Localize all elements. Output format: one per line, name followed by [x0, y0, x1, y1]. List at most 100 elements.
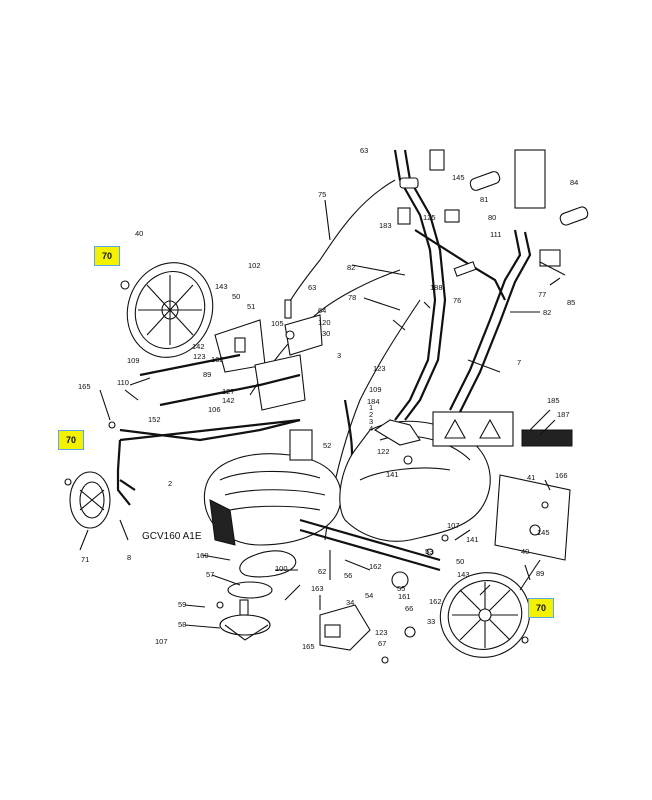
axle-rod: [116, 418, 301, 471]
part-number: 109: [369, 385, 382, 394]
part-number: 163: [311, 584, 324, 593]
part-number: 89: [203, 370, 211, 379]
rear-left-wheel: [120, 262, 214, 358]
part-number: 188: [430, 283, 443, 292]
part-number: 109: [127, 356, 140, 365]
drive-shaft: [299, 518, 441, 572]
part-number: 52: [323, 441, 331, 450]
part-number: 161: [398, 592, 411, 601]
part-number: 53: [425, 547, 433, 556]
part-number: 111: [490, 230, 501, 239]
part-number: 102: [248, 261, 261, 270]
part-number: 162: [211, 355, 224, 364]
part-number: 183: [379, 221, 392, 230]
part-number: 34: [346, 598, 354, 607]
pulley-assembly: [219, 581, 273, 641]
part-number: 143: [457, 570, 470, 579]
deck-housing: [339, 419, 491, 542]
part-number: 57: [206, 570, 214, 579]
throttle-cable: [284, 179, 396, 311]
part-number: 7: [517, 358, 521, 367]
warning-decals: [432, 411, 573, 447]
part-number: 152: [148, 415, 161, 424]
part-number: 78: [348, 293, 356, 302]
part-number: 162: [369, 562, 382, 571]
part-number: 107: [447, 521, 460, 530]
part-number: 110: [117, 378, 129, 387]
part-number: 82: [347, 263, 355, 272]
part-number: 64: [318, 306, 326, 315]
part-number: 81: [480, 195, 488, 204]
part-number: 107: [155, 637, 168, 646]
part-number: 40: [521, 547, 529, 556]
callout-70-top-left[interactable]: 70: [94, 246, 120, 266]
front-left-wheel: [69, 471, 111, 529]
part-number: 54: [365, 591, 373, 600]
part-number: 84: [570, 178, 578, 187]
part-number: 77: [538, 290, 546, 299]
leader-lines: [79, 199, 561, 629]
part-number: 55: [397, 584, 405, 593]
part-number: 122: [377, 447, 390, 456]
part-number: 2: [369, 410, 373, 419]
transmission: [319, 604, 371, 651]
part-number: 160: [196, 551, 209, 560]
part-number: 127: [222, 387, 235, 396]
part-number: 143: [215, 282, 228, 291]
part-number: 59: [178, 600, 186, 609]
part-number: 141: [386, 470, 399, 479]
part-number: 142: [192, 342, 205, 351]
callout-70-left[interactable]: 70: [58, 430, 84, 450]
part-number: 165: [302, 642, 315, 651]
part-number: 106: [208, 405, 221, 414]
part-number: 76: [453, 296, 461, 305]
part-number: 30: [322, 329, 330, 338]
part-number: 120: [318, 318, 331, 327]
handle-assembly: [393, 149, 589, 421]
part-number: 50: [232, 292, 240, 301]
part-number: 3: [337, 351, 341, 360]
part-number: 63: [308, 283, 316, 292]
part-number: 185: [547, 396, 560, 405]
part-number: 66: [405, 604, 413, 613]
part-number: 4: [369, 424, 373, 433]
part-number: 51: [247, 302, 255, 311]
part-number: 105: [271, 319, 284, 328]
part-number: 162: [429, 597, 442, 606]
part-number-labels: 63 145 81 84 75 80 125 111 183 40 102 82…: [78, 146, 578, 651]
part-number: 40: [135, 229, 143, 238]
callout-70-bottom-right[interactable]: 70: [528, 598, 554, 618]
part-number: 33: [427, 617, 435, 626]
part-number: 89: [536, 569, 544, 578]
part-number: 123: [375, 628, 388, 637]
part-number: 1: [369, 403, 373, 412]
part-number: 141: [466, 535, 479, 544]
part-number: 3: [369, 417, 373, 426]
part-number: 145: [452, 173, 465, 182]
part-number: 71: [81, 555, 89, 564]
part-number: 187: [557, 410, 570, 419]
part-number: 123: [373, 364, 386, 373]
part-number: 165: [78, 382, 91, 391]
part-number: 184: [367, 397, 380, 406]
part-number: 166: [555, 471, 568, 480]
part-number: 8: [127, 553, 131, 562]
part-number: 100: [275, 564, 288, 573]
part-number: 145: [537, 528, 550, 537]
part-number: 125: [423, 213, 436, 222]
part-number: 56: [344, 571, 352, 580]
part-number: 67: [378, 639, 386, 648]
part-number: 123: [193, 352, 206, 361]
rear-right-wheel: [391, 571, 531, 658]
axle-crank: [116, 470, 136, 506]
part-number: 2: [168, 479, 172, 488]
part-number: 58: [178, 620, 186, 629]
part-number: 85: [567, 298, 575, 307]
part-number: 63: [360, 146, 368, 155]
part-number: 50: [456, 557, 464, 566]
part-number: 41: [527, 473, 535, 482]
part-number: 142: [222, 396, 235, 405]
part-number: 62: [318, 567, 326, 576]
part-number: 82: [543, 308, 551, 317]
